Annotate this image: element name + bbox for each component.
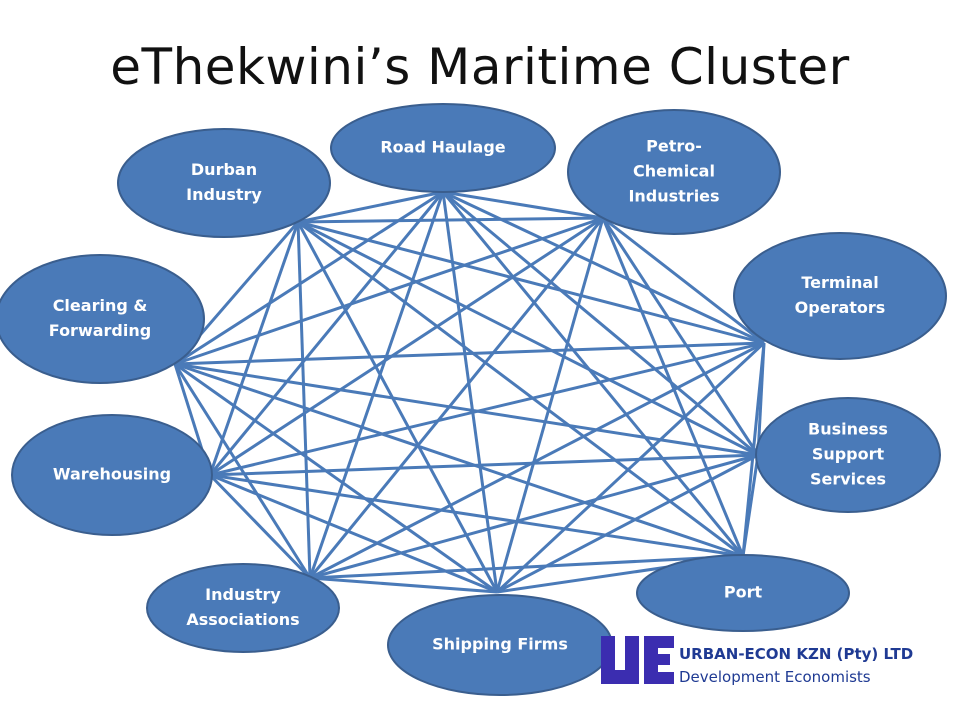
node-label: Forwarding [49,321,151,340]
edge-petro-chemical-durban-industry [297,216,604,224]
brand-name: URBAN-ECON KZN (Pty) LTD [679,645,914,663]
edge-warehousing-shipping-firms [209,473,498,594]
node-label: Industry [205,585,281,604]
node-label: Warehousing [53,465,171,484]
edge-durban-industry-business-support [297,220,759,457]
edge-layer [173,190,766,594]
edge-petro-chemical-industry-associations [308,217,605,579]
node-label: Petro- [646,137,702,156]
edge-durban-industry-industry-associations [296,221,312,579]
brand-tagline: Development Economists [679,668,871,686]
node-shape [636,554,850,632]
node-label: Terminal [801,273,878,292]
edge-terminal-operators-port [741,342,766,557]
node-label: Port [724,583,763,602]
edge-terminal-operators-industry-associations [309,341,765,580]
edge-durban-industry-shipping-firms [296,221,499,593]
edge-clearing-forwarding-industry-associations [173,363,312,579]
node-road-haulage: Road Haulage [330,103,556,193]
edge-durban-industry-terminal-operators [297,220,765,345]
edge-petro-chemical-warehousing [209,216,604,477]
node-shape [117,128,331,238]
edge-road-haulage-durban-industry [297,190,444,224]
page-title: eThekwini’s Maritime Cluster [110,38,850,96]
edge-petro-chemical-shipping-firms [495,217,605,593]
edge-warehousing-business-support [209,453,759,477]
edge-business-support-shipping-firms [496,453,759,594]
node-shape [0,254,205,384]
edge-warehousing-port [209,473,744,558]
node-label: Chemical [633,162,715,181]
node-label: Support [812,445,885,464]
edge-terminal-operators-shipping-firms [495,341,766,594]
node-label: Operators [795,298,886,317]
edge-petro-chemical-business-support [601,217,760,456]
node-label: Services [810,470,886,489]
ue-logo-icon [601,636,674,684]
edge-clearing-forwarding-port [174,362,744,558]
node-label: Road Haulage [380,138,505,157]
node-label: Shipping Firms [432,635,568,654]
node-shape [567,109,781,235]
edge-road-haulage-petro-chemical [442,190,604,220]
node-shape [11,414,213,536]
node-clearing-forwarding: Clearing & Forwarding [0,254,205,384]
edge-industry-associations-port [309,554,744,580]
node-shape [330,103,556,193]
edge-road-haulage-business-support [442,190,759,457]
node-shape [755,397,941,513]
edge-industry-associations-shipping-firms [309,576,498,594]
edge-petro-chemical-port [601,217,745,557]
node-shipping-firms: Shipping Firms [387,594,613,696]
edge-business-support-port [741,454,760,557]
edge-terminal-operators-warehousing [209,341,765,477]
node-warehousing: Warehousing [11,414,213,536]
node-label: Durban [191,160,257,179]
edge-warehousing-industry-associations [208,473,312,580]
node-label: Industries [628,187,719,206]
node-label: Industry [186,185,262,204]
edge-clearing-forwarding-terminal-operators [174,341,765,366]
edge-clearing-forwarding-shipping-firms [174,362,498,594]
node-shape [733,232,947,360]
node-label: Associations [186,610,299,629]
edge-petro-chemical-terminal-operators [602,216,765,345]
node-label: Clearing & [53,296,148,315]
edge-durban-industry-warehousing [208,221,300,476]
edge-road-haulage-port [441,191,745,557]
edge-road-haulage-terminal-operators [442,190,765,345]
edge-road-haulage-warehousing [208,191,445,476]
node-shape [146,563,340,653]
node-port: Port [636,554,850,632]
edge-business-support-industry-associations [309,453,759,580]
node-label: Business [808,420,888,439]
edge-road-haulage-shipping-firms [441,191,499,593]
edge-road-haulage-industry-associations [308,191,445,579]
